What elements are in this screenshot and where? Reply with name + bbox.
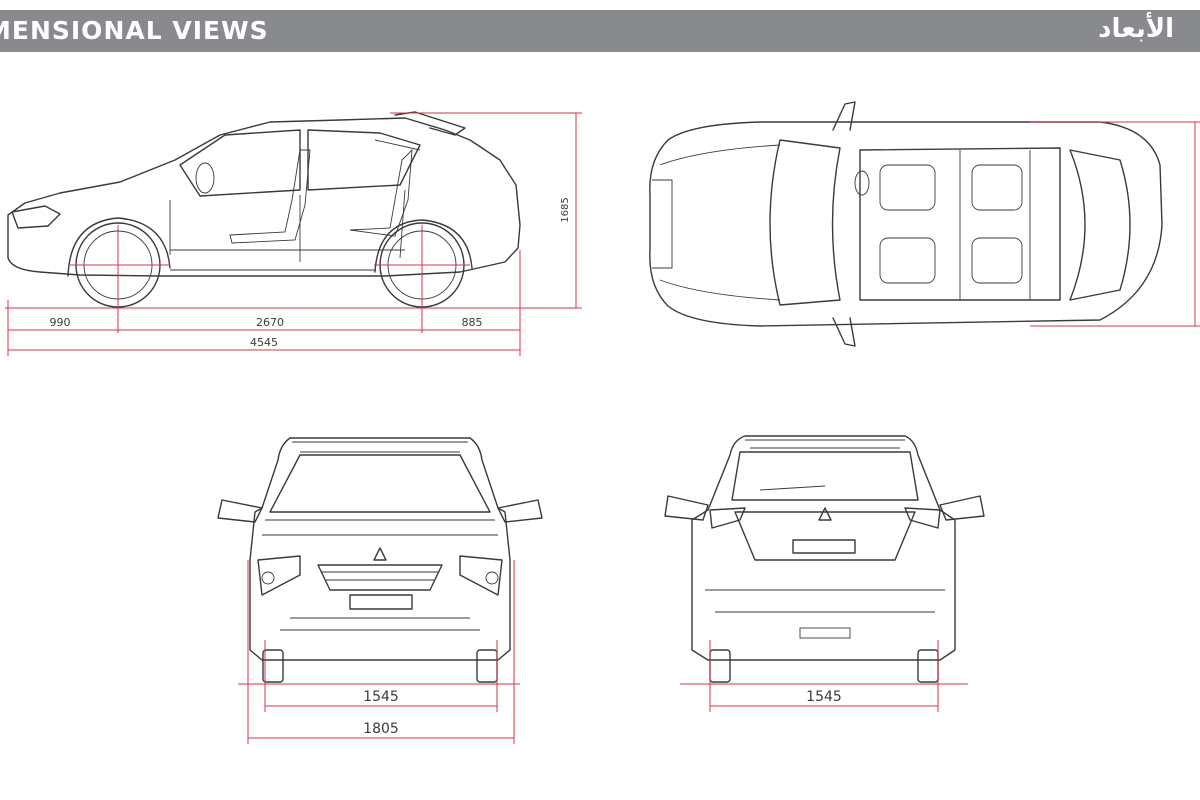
front-width-label: 1805 bbox=[363, 721, 399, 737]
rear-track-label: 1545 bbox=[806, 689, 842, 705]
page-title: MENSIONAL VIEWS bbox=[0, 16, 269, 45]
rear-overhang-label: 885 bbox=[462, 316, 483, 329]
page-title-arabic: الأبعاد bbox=[1098, 14, 1174, 44]
front-view-car bbox=[217, 437, 543, 683]
overall-length-label: 4545 bbox=[250, 336, 278, 349]
header-bar bbox=[0, 10, 1200, 52]
side-view-car bbox=[7, 111, 521, 308]
top-view-car bbox=[649, 101, 1163, 347]
rear-view-dimensions bbox=[680, 640, 968, 712]
front-overhang-label: 990 bbox=[50, 316, 71, 329]
top-view-dimensions bbox=[1030, 121, 1200, 327]
rear-view-car bbox=[664, 435, 985, 683]
wheelbase-label: 2670 bbox=[256, 316, 284, 329]
front-view-dimensions bbox=[238, 560, 520, 744]
front-track-label: 1545 bbox=[363, 689, 399, 705]
height-label: 1685 bbox=[560, 197, 571, 222]
side-view-dimensions bbox=[5, 112, 582, 356]
